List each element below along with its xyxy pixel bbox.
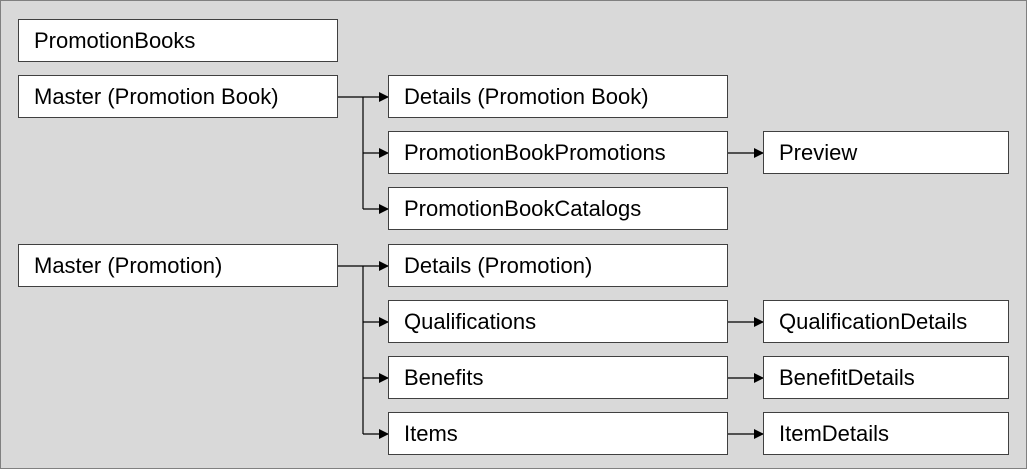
node-qualifications: Qualifications	[388, 300, 728, 343]
node-details-promotion-book: Details (Promotion Book)	[388, 75, 728, 118]
node-details-promotion: Details (Promotion)	[388, 244, 728, 287]
node-benefit-details: BenefitDetails	[763, 356, 1009, 399]
node-promotion-book-promotions: PromotionBookPromotions	[388, 131, 728, 174]
node-promotion-books: PromotionBooks	[18, 19, 338, 62]
node-benefits: Benefits	[388, 356, 728, 399]
node-promotion-book-catalogs: PromotionBookCatalogs	[388, 187, 728, 230]
node-item-details: ItemDetails	[763, 412, 1009, 455]
node-qualification-details: QualificationDetails	[763, 300, 1009, 343]
node-items: Items	[388, 412, 728, 455]
node-master-promotion: Master (Promotion)	[18, 244, 338, 287]
node-preview: Preview	[763, 131, 1009, 174]
node-master-promotion-book: Master (Promotion Book)	[18, 75, 338, 118]
